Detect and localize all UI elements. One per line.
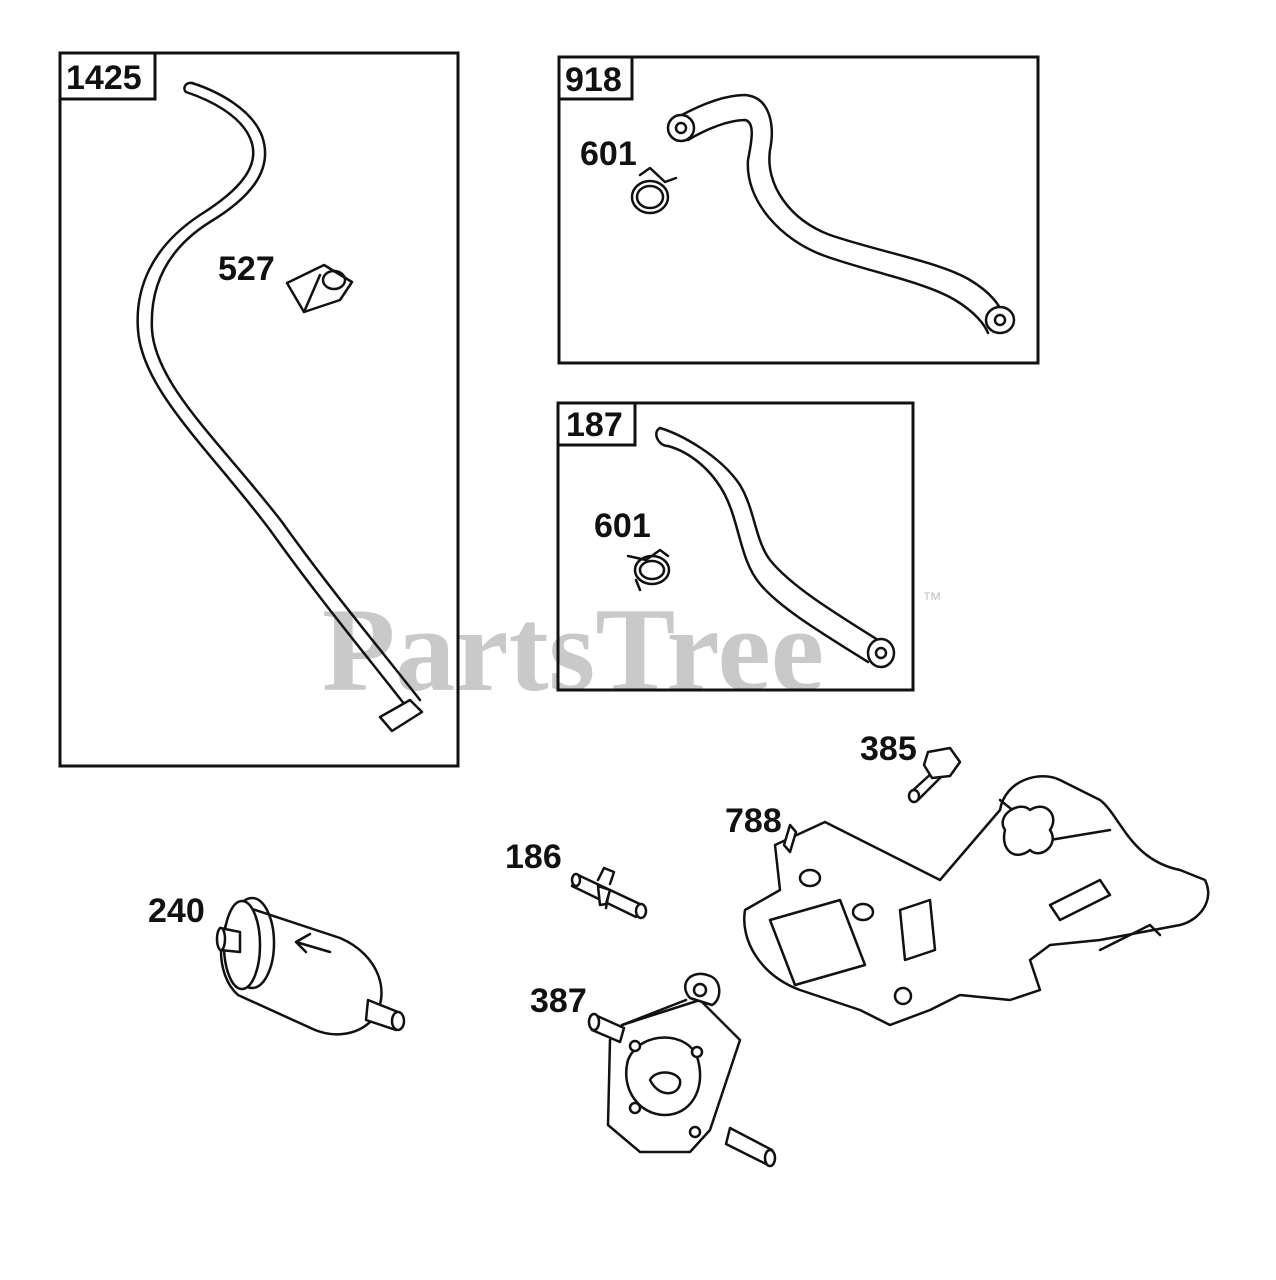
part-label-385: 385 xyxy=(860,730,917,768)
box-187-label: 187 xyxy=(566,406,623,444)
part-label-601-lower: 601 xyxy=(594,507,651,545)
clip-527 xyxy=(285,263,354,314)
box-1425: 1425 527 xyxy=(58,51,460,768)
part-label-387: 387 xyxy=(530,982,587,1020)
bolt-385 xyxy=(907,746,962,804)
part-label-788: 788 xyxy=(725,802,782,840)
part-label-186: 186 xyxy=(505,838,562,876)
fuel-filter-240 xyxy=(215,896,406,1036)
fuel-hose-918 xyxy=(666,93,1016,335)
hose-clamp-601-lower xyxy=(626,548,671,592)
watermark-text: PartsTree xyxy=(322,583,824,716)
tee-fitting-186 xyxy=(570,866,648,920)
long-fuel-hose xyxy=(136,81,424,733)
box-187: 187 601 xyxy=(556,401,915,692)
fuel-pump-387 xyxy=(587,972,777,1168)
hose-clamp-601-upper xyxy=(630,166,678,215)
box-918-label: 918 xyxy=(565,61,622,99)
box-918: 918 601 xyxy=(557,55,1040,365)
bracket-788 xyxy=(743,775,1210,1027)
part-label-240: 240 xyxy=(148,892,205,930)
box-1425-label: 1425 xyxy=(66,59,142,97)
watermark-trademark: ™ xyxy=(922,589,942,611)
fuel-hose-187 xyxy=(655,426,896,669)
part-label-527: 527 xyxy=(218,250,275,288)
part-label-601-upper: 601 xyxy=(580,135,637,173)
watermark: PartsTree ™ xyxy=(322,583,942,716)
